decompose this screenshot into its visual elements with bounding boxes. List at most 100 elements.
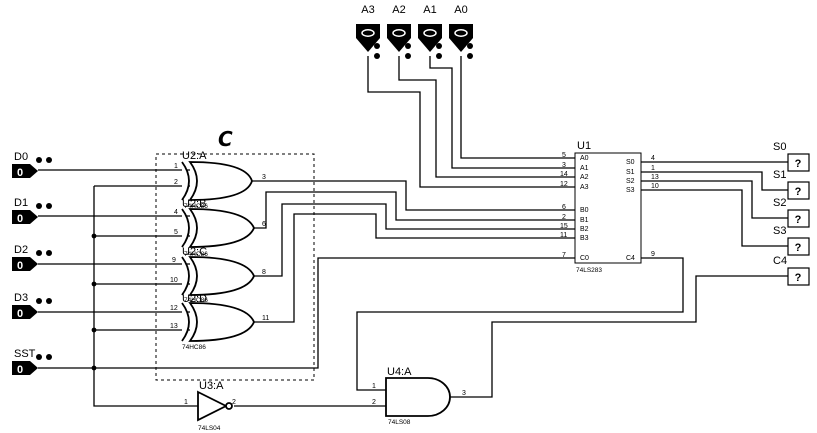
pin-number: 2 <box>562 214 566 221</box>
state-dot-icon <box>405 53 411 59</box>
probe-label: C4 <box>773 255 787 267</box>
output-probe-s3[interactable]: S3 ? <box>773 225 810 256</box>
gate-ref: U2:C <box>182 246 207 258</box>
probe-label: S1 <box>773 169 786 181</box>
top-input-label: A2 <box>392 4 405 16</box>
probe-box <box>787 267 810 286</box>
pin-number: 12 <box>170 305 178 312</box>
inverter-bubble <box>225 402 233 410</box>
input-connector-icon <box>449 24 473 52</box>
pin-number: 11 <box>560 232 567 239</box>
state-dot-icon <box>436 53 442 59</box>
pin-name: B3 <box>580 235 589 242</box>
state-dot-icon <box>36 354 42 360</box>
xor-gate-arc <box>181 161 190 201</box>
pin-name: A1 <box>580 165 589 172</box>
state-dot-icon <box>36 203 42 209</box>
pin-name: A2 <box>580 174 589 181</box>
gate-type: 74HC86 <box>184 203 208 210</box>
xor-gate-arc <box>181 302 190 342</box>
pin-number: 2 <box>372 399 376 406</box>
probe-box <box>787 209 810 228</box>
left-input-sst[interactable]: SST 0 <box>12 348 52 376</box>
xor-gate-u2c[interactable]: U2:C 74HC86 9 10 8 <box>170 246 266 304</box>
top-input-a3[interactable]: A3 <box>356 4 380 59</box>
top-input-a1[interactable]: A1 <box>418 4 442 59</box>
and-gate-u4a[interactable]: U4:A 74LS08 1 2 3 <box>372 366 466 426</box>
wire-a1 <box>429 56 557 169</box>
state-dot-icon <box>36 157 42 163</box>
probe-box <box>787 237 810 256</box>
pin-number: 6 <box>562 204 566 211</box>
state-dot-icon <box>46 203 52 209</box>
top-input-a2[interactable]: A2 <box>387 4 411 59</box>
wire-a0 <box>460 56 557 159</box>
output-probe-s0[interactable]: S0 ? <box>773 141 810 172</box>
junctions <box>91 233 97 371</box>
pin-number: 1 <box>372 383 376 390</box>
top-input-label: A1 <box>423 4 436 16</box>
gate-type: 74HC86 <box>184 251 208 258</box>
xor-gate-u2d[interactable]: U2:D 74HC86 12 13 11 <box>170 293 269 351</box>
gate-type: 74HC86 <box>184 297 208 304</box>
output-probe-c4[interactable]: C4 ? <box>773 255 810 286</box>
state-dot-icon <box>467 43 473 49</box>
pin-number: 3 <box>562 162 566 169</box>
output-probe-s2[interactable]: S2 ? <box>773 197 810 228</box>
connector-hole-icon <box>361 29 375 37</box>
probe-label: S2 <box>773 197 786 209</box>
pin-number: 2 <box>232 399 236 406</box>
gate-type: 74HC86 <box>182 344 206 351</box>
input-state-value: 0 <box>17 308 23 320</box>
inverter-type: 74LS04 <box>198 425 221 432</box>
left-input-d0[interactable]: D0 0 <box>12 151 52 179</box>
wire-s2 <box>641 180 788 219</box>
input-connector-icon <box>12 361 38 375</box>
adder-right-pins: S0 S1 S2 S3 C4 4 1 13 10 9 <box>626 155 659 262</box>
junction-dot <box>91 327 97 333</box>
xor-gate-u2a[interactable]: U2:A 74HC86 1 2 3 <box>174 150 266 210</box>
input-state-value: 0 <box>17 167 23 179</box>
inverter-u3a[interactable]: U3:A 74LS04 1 2 <box>184 380 236 432</box>
pin-number: 11 <box>262 315 269 322</box>
state-dot-icon <box>467 53 473 59</box>
left-input-d2[interactable]: D2 0 <box>12 244 52 272</box>
pin-number: 6 <box>262 221 266 228</box>
group-annotation: C <box>218 127 233 151</box>
pin-number: 15 <box>560 223 568 230</box>
state-dot-icon <box>46 157 52 163</box>
pin-number: 1 <box>174 163 178 170</box>
left-input-label: D3 <box>14 292 28 304</box>
pin-name: A3 <box>580 184 589 191</box>
gate-ref: U2:A <box>182 150 207 162</box>
top-input-a0[interactable]: A0 <box>449 4 473 59</box>
xor-gate-u2b[interactable]: U2:B 74HC86 4 5 6 <box>174 198 266 258</box>
xor-gate-arc <box>181 256 190 296</box>
wire-s1 <box>641 171 788 191</box>
pin-number: 3 <box>462 390 466 397</box>
xor-gate-body <box>188 302 255 342</box>
pin-number: 2 <box>174 179 178 186</box>
pin-number: 14 <box>560 171 568 178</box>
probe-value: ? <box>795 272 802 284</box>
left-input-d1[interactable]: D1 0 <box>12 197 52 225</box>
and-type: 74LS08 <box>388 419 411 426</box>
probe-box <box>787 181 810 200</box>
pin-name: B2 <box>580 226 589 233</box>
wire-a2 <box>398 56 557 178</box>
output-probe-s1[interactable]: S1 ? <box>773 169 810 200</box>
connector-hole-icon <box>423 29 437 37</box>
adder-u1[interactable]: U1 74LS283 5 3 14 12 6 2 15 11 7 A0 A1 A… <box>557 140 659 274</box>
pin-number: 9 <box>651 251 655 258</box>
left-input-d3[interactable]: D3 0 <box>12 292 52 320</box>
pin-name: B1 <box>580 217 589 224</box>
connector-hole-icon <box>454 29 468 37</box>
pin-number: 13 <box>651 174 659 181</box>
left-input-label: D2 <box>14 244 28 256</box>
top-input-label: A0 <box>454 4 467 16</box>
input-state-value: 0 <box>17 260 23 272</box>
wires <box>38 56 788 407</box>
pin-number: 4 <box>174 209 178 216</box>
wire-s3 <box>641 189 788 247</box>
wire-x3-out <box>254 203 557 277</box>
